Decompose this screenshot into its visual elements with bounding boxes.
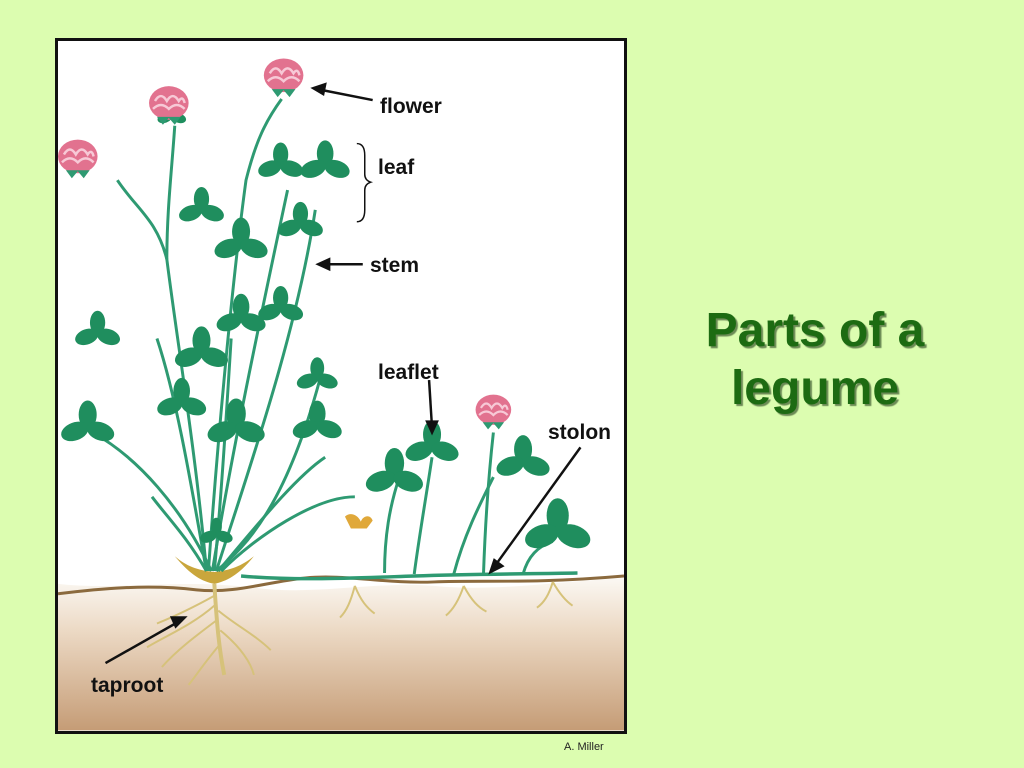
stolon-runner [240, 571, 578, 581]
root-system [146, 581, 574, 686]
slide-title-line-1: Parts of a [705, 304, 925, 357]
label-leaf: leaf [378, 156, 415, 179]
label-leaflet: leaflet [378, 361, 439, 384]
image-credit: A. Miller [564, 741, 604, 753]
wilted-flower [344, 514, 373, 529]
label-taproot: taproot [91, 674, 164, 697]
diagram-frame: flower leaf stem leaflet stolon taproot [55, 38, 627, 734]
leaves [58, 101, 594, 553]
label-stolon: stolon [548, 421, 611, 444]
soil-region [58, 577, 624, 731]
leaf-bracket [356, 142, 374, 223]
flowers [58, 57, 513, 431]
slide-title-line-2: legume [730, 362, 900, 415]
label-stem: stem [370, 254, 420, 277]
clover-plant-illustration [58, 57, 624, 731]
plant-crown [174, 556, 254, 584]
label-flower: flower [380, 95, 442, 118]
slide-title: Parts of a legume [660, 302, 970, 418]
annotation-arrows [104, 82, 582, 665]
